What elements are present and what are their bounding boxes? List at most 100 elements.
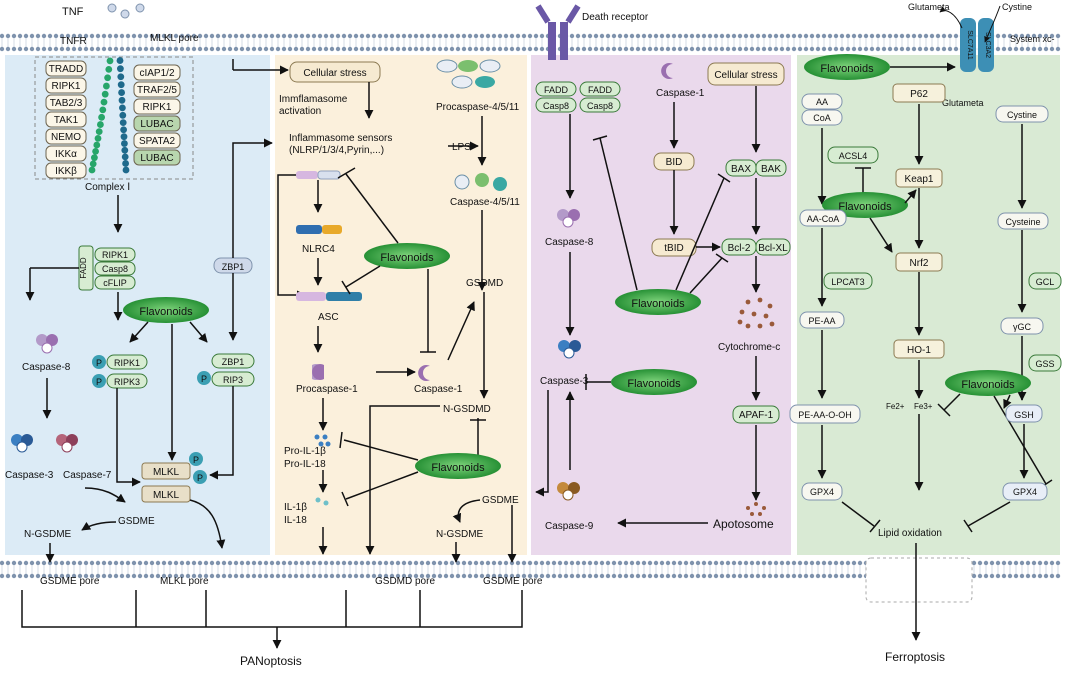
ho1-label: HO-1	[907, 345, 931, 356]
n-gsdme-label-p1: N-GSDME	[24, 529, 72, 540]
caspase-8-icon-p3	[557, 209, 580, 228]
flavonoids-label-p3b: Flavonoids	[627, 378, 681, 390]
pro-il-1b-label: Pro-IL-1β	[284, 446, 326, 457]
zbp1b-label: ZBP1	[222, 357, 245, 367]
mlkl-pore-bottom-label: MLKL pore	[160, 576, 209, 587]
procaspase-1-label: Procaspase-1	[296, 384, 358, 395]
complex-i-label: Complex Ⅰ	[85, 182, 130, 193]
fadd-label-1: FADD	[544, 85, 569, 95]
n-gsdme-label-p2: N-GSDME	[436, 529, 484, 540]
gsdme-pore-label-2: GSDME pore	[483, 576, 543, 587]
il-icon	[315, 497, 329, 506]
complex-item-box	[45, 94, 87, 111]
cystine-label: Cystine	[1007, 110, 1037, 120]
complex-item-box	[45, 60, 87, 77]
immflamasome-label: Immflamasome	[279, 94, 348, 105]
il-18-label: IL-18	[284, 515, 307, 526]
mlkl-box-2	[141, 485, 191, 503]
keap1-label: Keap1	[905, 174, 934, 185]
fadd-box-1	[535, 81, 577, 97]
mlkl-label-2: MLKL	[153, 490, 180, 501]
slc3a2-label: SLC3A2	[984, 32, 991, 58]
caspase-3-label-p3: Caspase-3	[540, 376, 589, 387]
lps-label: LPS	[452, 142, 471, 153]
activation-label: activation	[279, 106, 321, 117]
lpcat3-label: LPCAT3	[831, 277, 864, 287]
flavonoids-badge-p2b	[415, 453, 501, 479]
phospho-icon	[92, 374, 106, 388]
complex-item-label: IKKα	[55, 149, 77, 160]
complex-item-label: SPATA2	[139, 136, 176, 147]
coa-label: CoA	[813, 113, 831, 123]
flavonoids-label-p3: Flavonoids	[631, 298, 685, 310]
gss-box	[1028, 354, 1062, 372]
flavonoids-label-p4b: Flavonoids	[838, 201, 892, 213]
gcl-label: GCL	[1036, 277, 1055, 287]
pro-il-icon	[314, 434, 331, 447]
bcl2-label: Bcl-2	[728, 243, 751, 254]
fe2-label: Fe2+	[886, 402, 905, 411]
asc-label: ASC	[318, 312, 339, 323]
complex-item-label: IKKβ	[55, 166, 77, 177]
caspase-4-5-11-label: Caspase-4/5/11	[450, 197, 520, 208]
flavonoids-label-p4c: Flavonoids	[961, 379, 1015, 391]
complex-item-box	[133, 149, 181, 166]
casp8-box-2	[579, 97, 621, 113]
tnfr-chain-icon	[88, 57, 130, 174]
cellular-stress-label-p2: Cellular stress	[303, 68, 366, 79]
gsdme-label-p1: GSDME	[118, 516, 155, 527]
n-gsdmd-label: N-GSDMD	[443, 404, 491, 415]
apaf1-box	[732, 405, 780, 424]
gsh-label: GSH	[1014, 410, 1034, 420]
complex-item-label: RIPK1	[52, 81, 81, 92]
pe-aa-o-oh-box	[789, 404, 861, 424]
phospho-icon	[92, 355, 106, 369]
caspase-8-icon	[36, 334, 58, 354]
cellular-stress-label-p3: Cellular stress	[714, 70, 777, 81]
p62-box	[892, 83, 946, 103]
inflammasome-sensors-label: Inflammasome sensors	[289, 133, 392, 144]
rip3-label: RIP3	[223, 375, 243, 385]
casp8-label-1: Casp8	[543, 101, 569, 111]
caspase-1-label-p2: Caspase-1	[414, 384, 463, 395]
aa-box	[801, 93, 843, 110]
nlrc4-icon	[296, 225, 322, 234]
caspase-1-icon-p3	[661, 62, 673, 79]
gpx4-box-a	[801, 482, 843, 501]
complex-item-box	[45, 111, 87, 128]
pro-il-18-label: Pro-IL-18	[284, 459, 326, 470]
tnfr-label: TNFR	[60, 36, 87, 47]
caspase-8-label-p3: Caspase-8	[545, 237, 594, 248]
caspase-1-label-p3: Caspase-1	[656, 88, 705, 99]
cytochrome-c-label: Cytochrome-c	[718, 342, 780, 353]
tnf-label: TNF	[62, 6, 84, 18]
gsh-box	[1005, 404, 1043, 423]
fe3-label: Fe3+	[914, 402, 933, 411]
coa-box	[801, 109, 843, 126]
mlkl-pore-top-label: MLKL pore	[150, 33, 199, 44]
p-label: P	[96, 358, 102, 368]
bid-label: BID	[666, 157, 683, 168]
bak-box	[755, 159, 787, 177]
complex-item-box	[133, 64, 181, 81]
panoptosis-bracket	[21, 590, 523, 628]
complex-item-box	[133, 81, 181, 98]
phospho-icon	[189, 452, 203, 466]
complex-item-box	[45, 77, 87, 94]
lipid-oxidation-label: Lipid oxidation	[878, 528, 942, 539]
phospho-icon	[193, 470, 207, 484]
complex-item-label: LUBAC	[140, 153, 173, 164]
complex-i-frame	[34, 56, 194, 180]
caspase-9-label: Caspase-9	[545, 521, 594, 532]
casp8-label-2: Casp8	[587, 101, 613, 111]
complex-item-box	[45, 162, 87, 179]
apotosome-icon	[746, 502, 766, 516]
p-label: P	[96, 377, 102, 387]
inflammasome-sensors-sub: (NLRP/1/3/4,Pyrin,...)	[289, 145, 384, 156]
p-label: P	[201, 374, 207, 384]
system-xc-transporter-icon: SLC7A11 SLC3A2	[960, 18, 994, 72]
cytochrome-c-icon	[737, 297, 775, 329]
